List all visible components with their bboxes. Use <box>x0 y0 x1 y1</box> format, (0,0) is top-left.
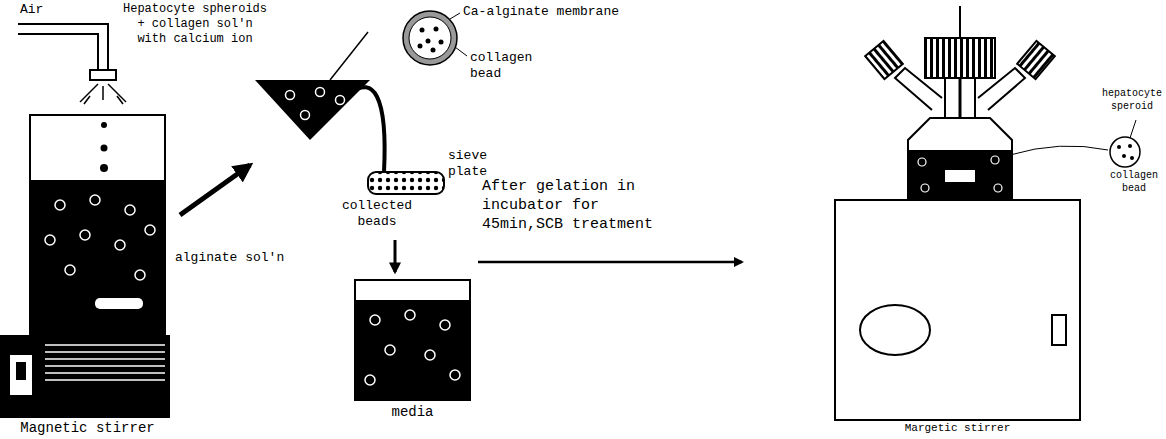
beads <box>286 88 345 120</box>
stir-bar <box>95 298 143 309</box>
vessel-label: media <box>355 404 470 422</box>
beads <box>918 156 1002 192</box>
process-arrow <box>180 165 250 215</box>
bead-detail <box>406 14 454 62</box>
pour-stream <box>352 87 385 172</box>
collecting-vessel <box>255 80 370 140</box>
callout-line <box>1010 146 1108 155</box>
beaker <box>30 115 165 335</box>
side-arm <box>865 41 942 110</box>
process-arrow <box>394 240 397 272</box>
callout-label: Ca-alginate membrane <box>463 4 643 20</box>
feed-label: Hepatocyte spheroids + collagen sol'n wi… <box>120 2 270 47</box>
beads <box>365 310 460 385</box>
media-liquid <box>356 300 469 399</box>
side-arm <box>978 41 1055 110</box>
callout-label: collagen bead <box>1104 170 1164 195</box>
stirrer-dial <box>860 305 930 355</box>
stirrer-knob <box>10 355 32 395</box>
stir-rod <box>959 6 961 40</box>
alginate-solution <box>31 180 164 335</box>
step-label: collected beads <box>322 198 432 231</box>
device-label: Margetic stirrer <box>835 422 1080 436</box>
vessel-edge <box>330 32 368 80</box>
leader-line <box>450 13 460 19</box>
stirrer-base <box>835 200 1080 420</box>
falling-drops <box>100 122 108 172</box>
spray <box>80 84 126 104</box>
culture-medium <box>909 150 1011 199</box>
nozzle <box>90 70 116 80</box>
air-label: Air <box>20 2 60 18</box>
step-label: After gelation in incubator for 45min,SC… <box>482 178 682 234</box>
callout-label: collagen bead <box>470 50 550 83</box>
flask-body <box>908 118 1012 200</box>
stirrer-switch <box>1052 315 1066 345</box>
beads <box>45 195 155 280</box>
solution-label: alginate sol'n <box>175 250 305 266</box>
process-arrow <box>478 261 742 264</box>
magnetic-stirrer <box>0 335 170 418</box>
callout-label: hepatocyte speroid <box>1100 88 1164 113</box>
leader-line <box>455 47 467 56</box>
part-label: sieve plate <box>448 148 504 181</box>
leader-line <box>1130 120 1136 138</box>
sieve-plate <box>368 172 444 194</box>
media-beaker <box>355 280 470 400</box>
spheroid-dots <box>418 27 444 53</box>
impeller <box>945 170 975 182</box>
device-label: Magnetic stirrer <box>0 420 175 438</box>
stirrer-stripes <box>45 345 165 380</box>
bead-detail <box>1110 137 1140 167</box>
air-tube <box>18 24 108 70</box>
flask-cap <box>925 38 995 78</box>
